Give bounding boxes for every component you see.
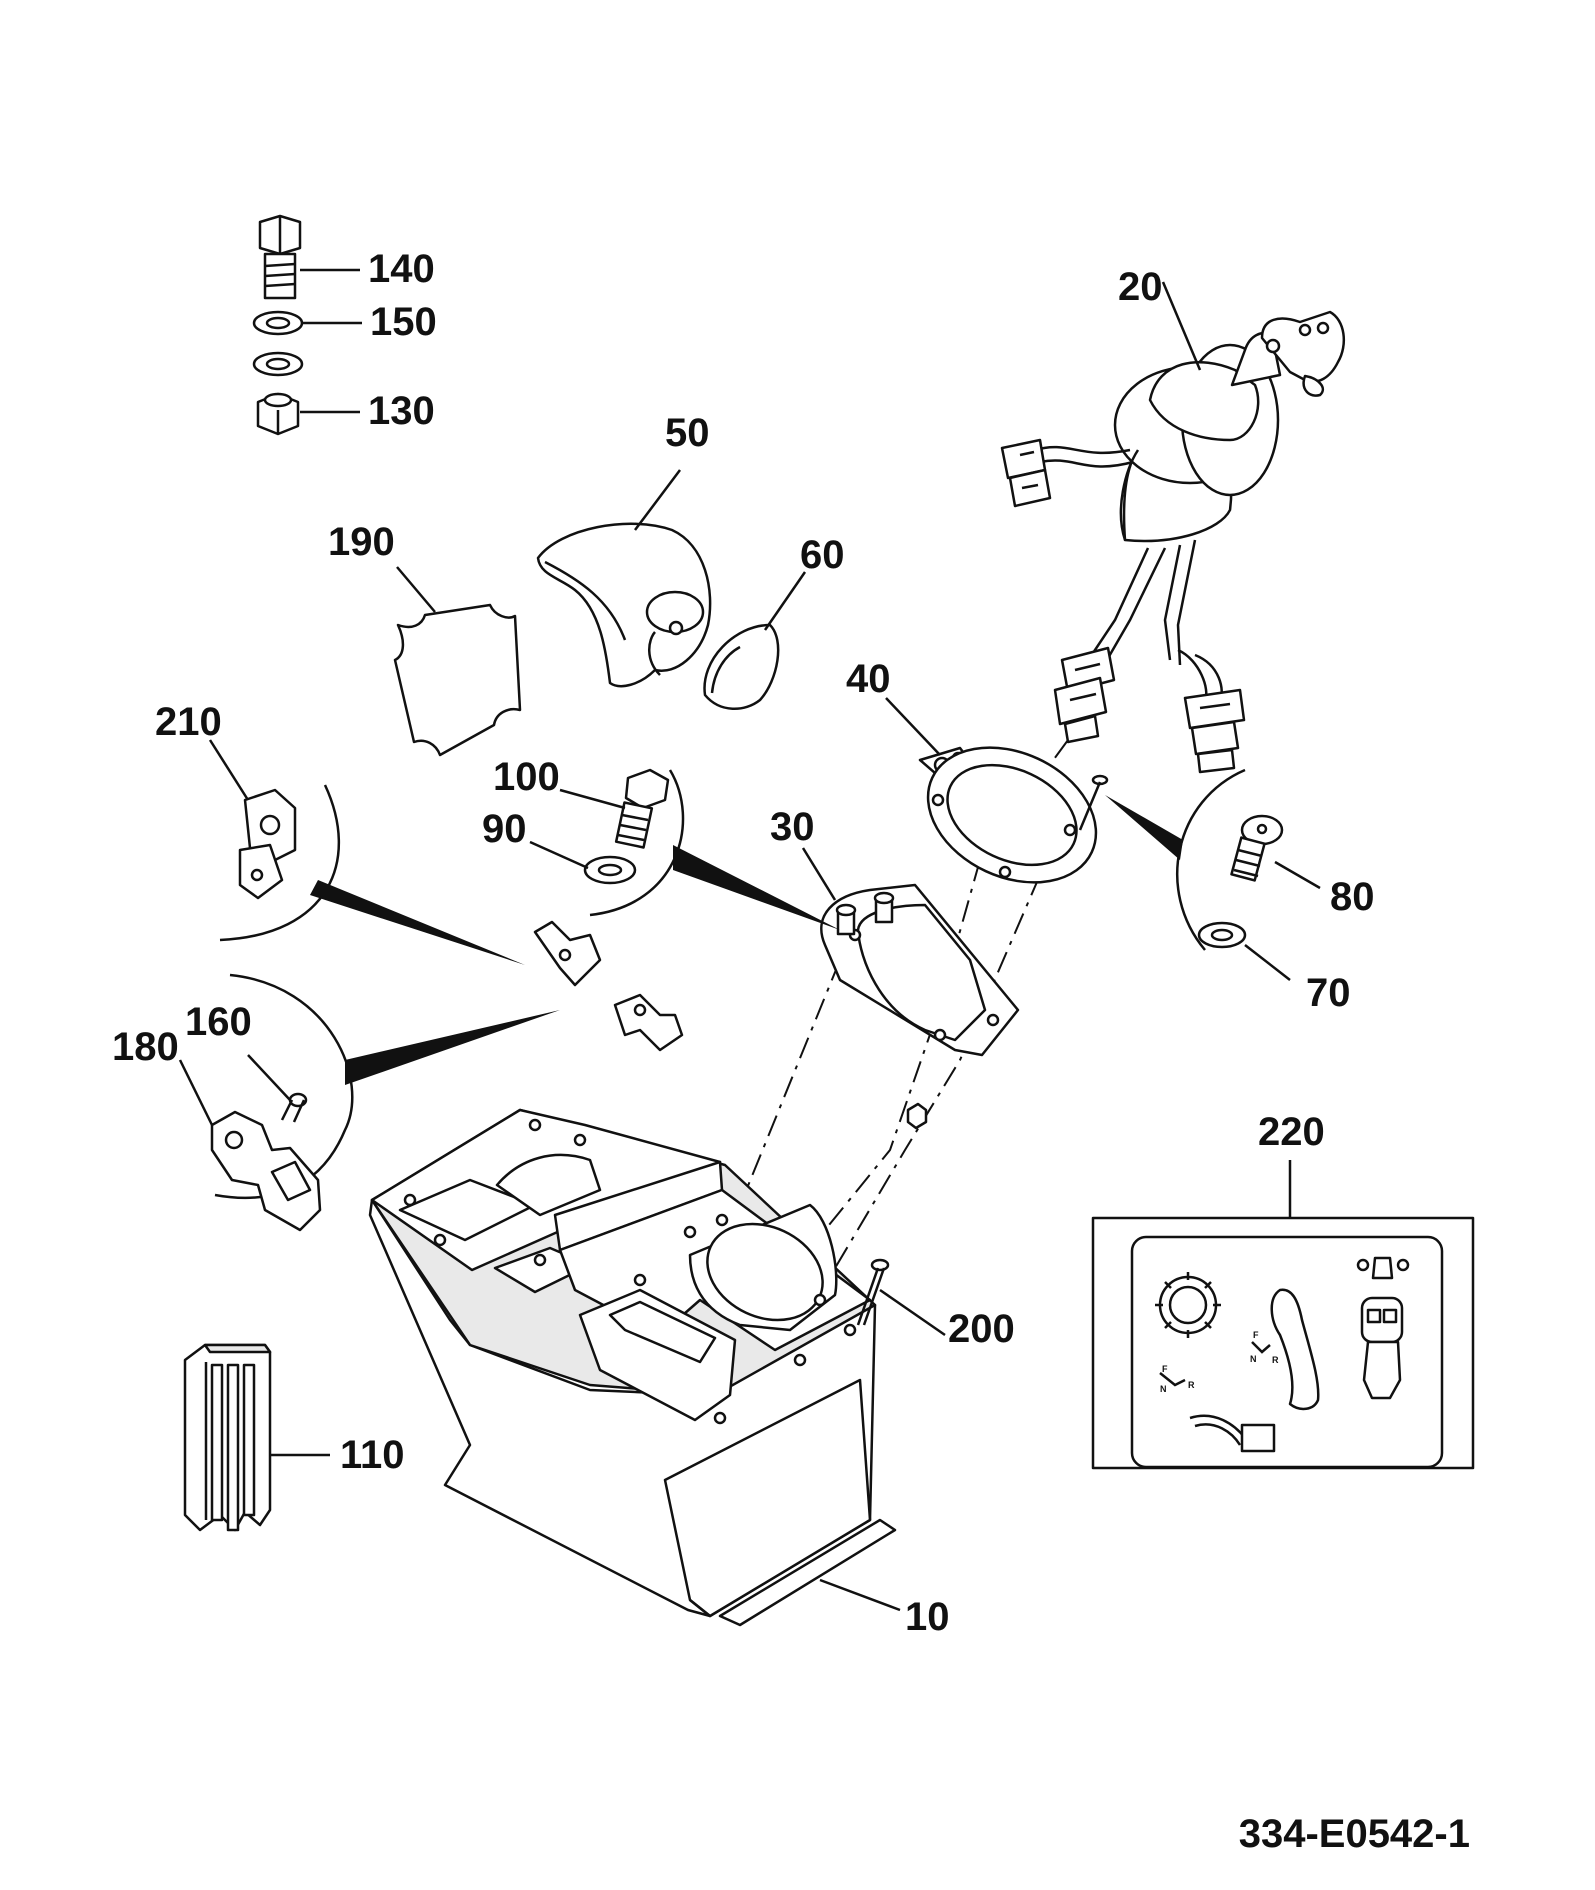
screw-ring (1078, 774, 1109, 831)
callout-40: 40 (846, 657, 891, 701)
gear-icon (1155, 1272, 1221, 1338)
callout-80: 80 (1330, 875, 1375, 919)
drawing-reference: 334-E0542-1 (1239, 1812, 1470, 1856)
callout-200: 200 (948, 1307, 1015, 1351)
ring-40 (918, 746, 1098, 884)
callout-60: 60 (800, 533, 845, 577)
joystick-decal-icon (1251, 1288, 1320, 1411)
lever-decal-icon (1159, 1372, 1276, 1453)
callout-130: 130 (368, 389, 435, 433)
bolt-100 (614, 768, 670, 849)
screw-200 (856, 1258, 890, 1326)
decal-letter-r: R (1188, 1380, 1195, 1390)
washer-70 (1197, 921, 1247, 949)
callout-180: 180 (112, 1025, 179, 1069)
nut-small (906, 1102, 928, 1130)
plate-30 (820, 883, 1020, 1057)
bolt-80 (1230, 814, 1284, 882)
callout-160: 160 (185, 1000, 252, 1044)
stud-right (873, 891, 895, 924)
callout-70: 70 (1306, 971, 1351, 1015)
callout-150: 150 (370, 300, 437, 344)
callout-220: 220 (1258, 1110, 1325, 1154)
trim-strip-110 (183, 1343, 272, 1532)
clip-lower (613, 993, 684, 1052)
detail-circle-100-90 (583, 768, 840, 930)
assembly-line-right (824, 874, 1041, 1286)
washer-second (252, 351, 304, 377)
cover-50 (536, 522, 712, 688)
washer-90 (583, 855, 637, 885)
rivet-160 (280, 1092, 308, 1123)
callout-100: 100 (493, 755, 560, 799)
clip-upper (533, 920, 602, 987)
callout-20: 20 (1118, 265, 1163, 309)
callout-50: 50 (665, 411, 710, 455)
console-10 (368, 1108, 897, 1627)
handle-decal-icon (1356, 1256, 1410, 1400)
decal-letter-n: N (1160, 1384, 1167, 1394)
nut-130 (256, 392, 300, 436)
bracket-180 (210, 1110, 322, 1232)
callout-30: 30 (770, 805, 815, 849)
callout-10: 10 (905, 1595, 950, 1639)
callout-labels: 140 150 130 20 50 60 190 210 40 30 100 9… (112, 247, 1375, 1639)
joystick-20 (1000, 310, 1346, 774)
assembly-line-left (729, 959, 841, 1231)
decal-joystick-letter-r: R (1272, 1355, 1279, 1365)
detail-circle-180-160 (210, 973, 560, 1232)
bolt-140 (258, 214, 302, 300)
decal-220: F N R F N R (1091, 1216, 1475, 1470)
callout-110: 110 (340, 1433, 405, 1477)
decal-joystick-letter-n: N (1250, 1354, 1257, 1364)
callout-190: 190 (328, 520, 395, 564)
callout-140: 140 (368, 247, 435, 291)
gasket-190 (393, 603, 522, 757)
decal-letter-f: F (1162, 1364, 1168, 1374)
stud-left (835, 903, 857, 936)
cap-60 (703, 623, 780, 711)
detail-circle-80-70 (1105, 768, 1284, 951)
detail-circle-210 (219, 784, 525, 965)
leader-lines (178, 268, 1321, 1612)
washer-150 (252, 310, 304, 336)
decal-joystick-letter-f: F (1253, 1330, 1259, 1340)
callout-90: 90 (482, 807, 527, 851)
callout-210: 210 (155, 700, 222, 744)
